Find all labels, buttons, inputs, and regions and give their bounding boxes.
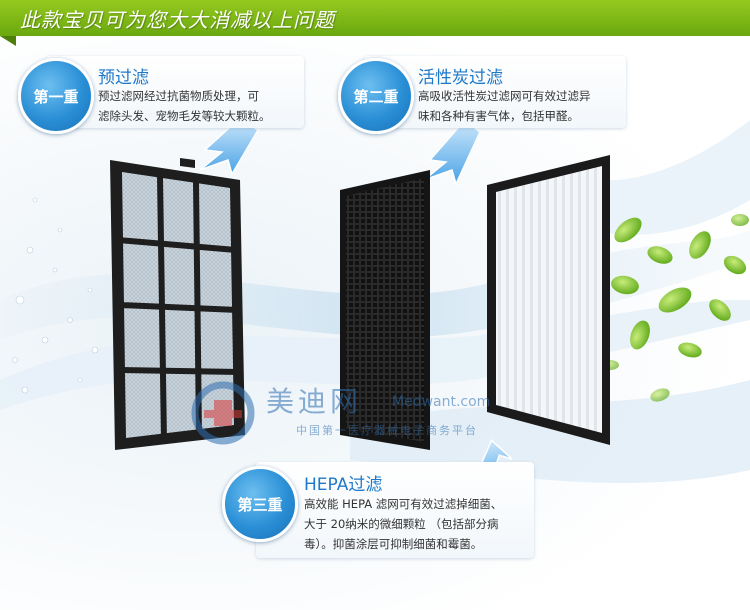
watermark-name-cn: 美迪网 (266, 385, 363, 418)
card-2-line-1: 高吸收活性炭过滤网可有效过滤异 (418, 89, 591, 103)
card-3-title: HEPA过滤 (304, 475, 383, 495)
card-3-line-3: 毒）。抑菌涂层可抑制细菌和霉菌。 (304, 537, 483, 551)
watermark-logo-icon (191, 381, 255, 445)
header-fold (0, 36, 16, 46)
arrow-1 (199, 117, 260, 176)
card-3-line-1: 高效能 HEPA 滤网可有效过滤掉细菌、 (304, 497, 503, 511)
card-2-line-2: 味和各种有害气体，包括甲醛。 (418, 109, 579, 123)
watermark-name-en: Medwant.com (392, 394, 491, 410)
badge-stage-3: 第三重 (222, 466, 298, 542)
card-2-title: 活性炭过滤 (418, 68, 503, 88)
hepa-filter-panel (487, 155, 610, 445)
badge-stage-2: 第二重 (338, 58, 414, 134)
watermark: 美迪网 Medwant.com 中国第一医疗器械电子商务平台 (180, 380, 520, 450)
page-title: 此款宝贝可为您大大消减以上问题 (20, 8, 335, 32)
arrow-2 (423, 118, 481, 187)
watermark-subtitle: 中国第一医疗器械电子商务平台 (296, 424, 478, 437)
card-3-line-2: 大于 20纳米的微细颗粒 （包括部分病 (304, 517, 499, 531)
card-2-description: 高吸收活性炭过滤网可有效过滤异 味和各种有害气体，包括甲醛。 (418, 86, 623, 126)
leaves-decoration (601, 214, 749, 402)
pre-filter-panel (110, 158, 245, 450)
badge-stage-1: 第一重 (18, 58, 94, 134)
card-3-description: 高效能 HEPA 滤网可有效过滤掉细菌、 大于 20纳米的微细颗粒 （包括部分病… (304, 494, 530, 554)
card-1-line-2: 滤除头发、宠物毛发等较大颗粒。 (98, 109, 271, 123)
header-banner: 此款宝贝可为您大大消减以上问题 (0, 0, 750, 46)
droplets (12, 197, 99, 394)
carbon-filter-panel (340, 170, 430, 450)
card-1-title: 预过滤 (98, 68, 149, 88)
card-1-description: 预过滤网经过抗菌物质处理，可 滤除头发、宠物毛发等较大颗粒。 (98, 86, 298, 126)
header-bar (0, 0, 750, 36)
callout-card-3 (256, 462, 534, 558)
card-1-line-1: 预过滤网经过抗菌物质处理，可 (98, 89, 259, 103)
